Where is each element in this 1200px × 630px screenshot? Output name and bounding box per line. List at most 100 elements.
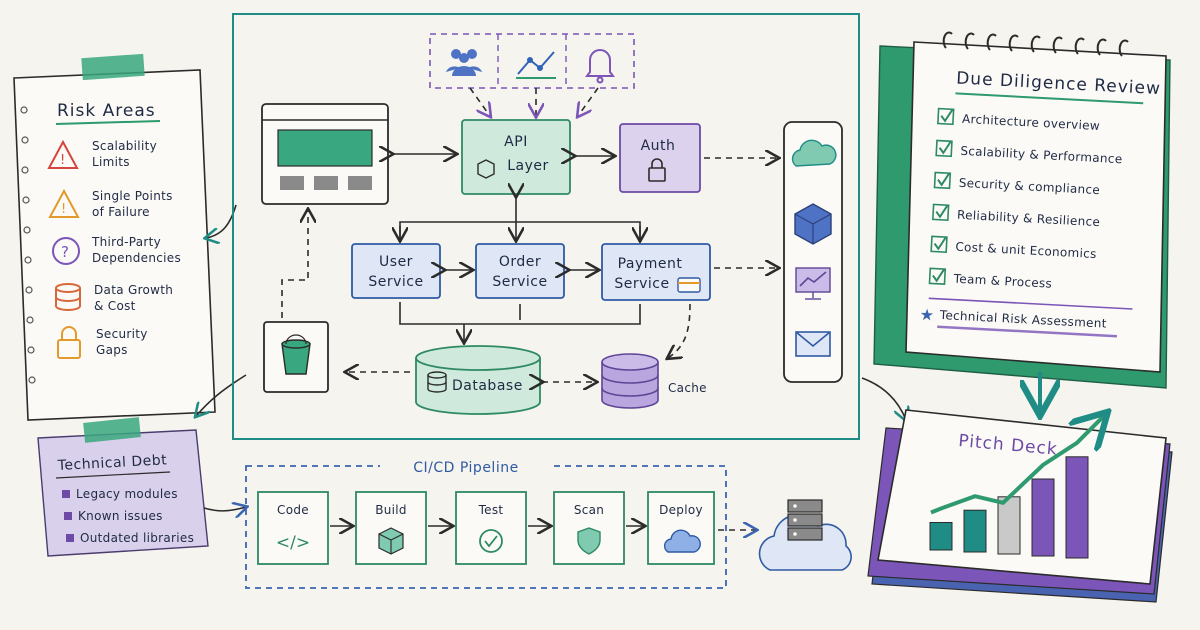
server-icon	[787, 499, 823, 541]
node-label: Auth	[641, 138, 676, 154]
cube-icon	[794, 203, 832, 245]
server-cloud-node	[758, 499, 852, 571]
arrow	[861, 377, 906, 420]
risk-item: ! Single Points of Failure	[48, 188, 173, 219]
lock-icon	[57, 326, 81, 359]
checklist-item: Team & Process	[928, 267, 1052, 291]
cache-node: Cache	[601, 353, 707, 409]
debt-item: Known issues	[64, 509, 162, 523]
cicd-pipeline-panel: CI/CD Pipeline Code </> Build Test	[245, 456, 727, 589]
shield-icon	[577, 527, 601, 555]
api-layer-node: API Layer	[461, 119, 571, 195]
technical-debt-panel: Technical Debt Legacy modules Known issu…	[37, 417, 209, 557]
risk-label: Security	[96, 327, 148, 341]
storage-node	[263, 321, 329, 393]
growth-chart	[929, 415, 1105, 559]
node-label: Service	[614, 276, 669, 292]
code-icon: </>	[276, 533, 310, 553]
trend-arrow	[930, 415, 1105, 515]
arrow	[196, 374, 247, 416]
pipeline-stage: Build	[355, 491, 427, 565]
checkbox-icon	[931, 203, 950, 222]
architecture-frame	[232, 13, 860, 440]
risk-item: ! Scalability Limits	[47, 139, 157, 169]
notebook-paper	[905, 41, 1167, 373]
bucket-icon	[281, 334, 311, 375]
checkbox-icon	[937, 107, 955, 126]
cloud-services-panel	[783, 121, 843, 383]
user-service-node: User Service	[351, 243, 441, 299]
stage-label: Deploy	[659, 503, 703, 517]
cicd-frame	[245, 465, 727, 589]
tape	[83, 417, 141, 443]
check-circle-icon	[479, 529, 503, 553]
pitch-deck-panel: Pitch Deck	[867, 410, 1173, 603]
risk-item: Security Gaps	[57, 326, 148, 359]
node-label: User	[379, 254, 413, 270]
auth-node: Auth	[619, 123, 701, 193]
stage-label: Scan	[574, 503, 604, 517]
debt-label: Legacy modules	[76, 487, 178, 501]
pipeline-stage: Deploy	[647, 491, 715, 565]
risk-label: Data Growth	[94, 283, 173, 297]
bell-icon	[585, 49, 615, 84]
clients-box	[429, 33, 635, 89]
risk-label: & Cost	[94, 299, 136, 313]
notebook-holes	[20, 106, 36, 384]
payment-service-node: Payment Service	[601, 243, 711, 301]
node-label: Order	[499, 254, 541, 270]
debt-label: Outdated libraries	[80, 531, 194, 545]
mail-icon	[795, 331, 831, 357]
risk-areas-panel: Risk Areas ! Scalability Limits ! Single…	[13, 53, 216, 421]
growth-bar	[997, 496, 1021, 555]
risk-label: Gaps	[96, 343, 128, 357]
checkbox-icon	[933, 171, 952, 190]
stage-label: Test	[478, 503, 504, 517]
stage-label: Code	[277, 503, 309, 517]
cache-cylinder-icon	[601, 353, 659, 409]
stage-label: Build	[375, 503, 407, 517]
node-label: API	[504, 134, 528, 150]
risk-label: Scalability	[92, 139, 157, 153]
clients-group	[429, 33, 635, 89]
lock-icon	[648, 158, 666, 182]
svg-text:!: !	[60, 153, 65, 168]
pipeline-stage: Code </>	[257, 491, 329, 565]
risk-label: Third-Party	[91, 235, 161, 249]
order-service-node: Order Service	[475, 243, 565, 299]
database-icon	[427, 371, 447, 393]
hexagon-icon	[477, 159, 495, 179]
node-label: Layer	[507, 158, 549, 174]
node-label: Service	[368, 274, 423, 290]
cicd-title: CI/CD Pipeline	[413, 460, 518, 476]
risk-label: of Failure	[92, 205, 150, 219]
warning-icon	[48, 188, 80, 218]
growth-bar	[1031, 478, 1055, 557]
growth-bar	[963, 509, 987, 553]
node-label: Cache	[668, 381, 707, 395]
checkbox-icon	[930, 235, 948, 254]
risk-label: Single Points	[92, 189, 173, 203]
web-client	[261, 103, 389, 205]
risk-label: Dependencies	[92, 251, 181, 265]
tape	[81, 53, 145, 81]
due-diligence-panel: Due Diligence Review Architecture overvi…	[873, 31, 1171, 389]
credit-card-icon	[677, 277, 701, 293]
node-label: Service	[492, 274, 547, 290]
database-icon	[55, 283, 81, 311]
star-icon: ★	[919, 305, 934, 325]
arrow	[206, 204, 237, 238]
question-icon	[52, 237, 80, 265]
technical-debt-sticky	[37, 429, 209, 557]
debt-item: Legacy modules	[62, 487, 178, 501]
analytics-icon	[516, 51, 556, 79]
checkbox-icon	[928, 267, 947, 285]
risk-item: ? Third-Party Dependencies	[52, 235, 181, 265]
pipeline-stage: Scan	[553, 491, 625, 565]
svg-text:?: ?	[61, 243, 69, 261]
warning-icon	[47, 139, 79, 169]
monitor-chart-icon	[795, 267, 831, 300]
svg-text:!: !	[61, 202, 66, 217]
pipeline-stage: Test	[455, 491, 527, 565]
risk-areas-title: Risk Areas	[57, 101, 156, 121]
